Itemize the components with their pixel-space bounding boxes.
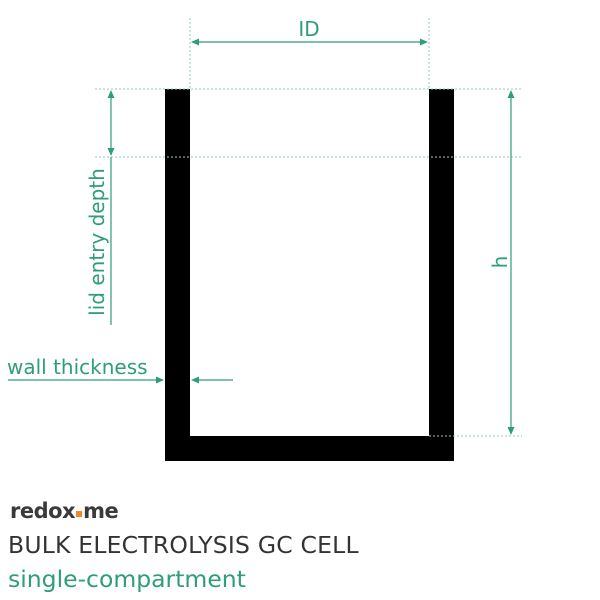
logo-dot-icon xyxy=(76,511,83,517)
logo-prefix: redox xyxy=(10,499,76,523)
left-wall xyxy=(165,89,190,461)
cell-body xyxy=(165,89,454,461)
h-dimension xyxy=(507,90,515,435)
id-arrow-right-icon xyxy=(420,38,428,46)
wall-thickness-label: wall thickness xyxy=(7,355,148,379)
logo-suffix: me xyxy=(83,499,119,523)
cell-bottom xyxy=(165,436,454,461)
wall-arrow-right-icon xyxy=(191,376,199,384)
wall-arrow-left-icon xyxy=(156,376,164,384)
lid-depth-arrow-top-icon xyxy=(107,90,115,98)
h-arrow-bottom-icon xyxy=(507,427,515,435)
h-label: h xyxy=(488,256,512,269)
id-arrow-left-icon xyxy=(191,38,199,46)
lid-depth-dimension xyxy=(107,90,115,325)
guide-lines xyxy=(95,18,522,437)
right-wall xyxy=(429,89,454,461)
product-subtitle: single-compartment xyxy=(8,565,246,593)
id-label: ID xyxy=(298,17,319,41)
lid-depth-arrow-bottom-icon xyxy=(107,148,115,156)
wall-thickness-dimension xyxy=(8,376,233,384)
lid-depth-label: lid entry depth xyxy=(85,168,109,316)
h-arrow-top-icon xyxy=(507,90,515,98)
product-title: BULK ELECTROLYSIS GC CELL xyxy=(8,531,359,559)
id-dimension xyxy=(191,38,428,46)
